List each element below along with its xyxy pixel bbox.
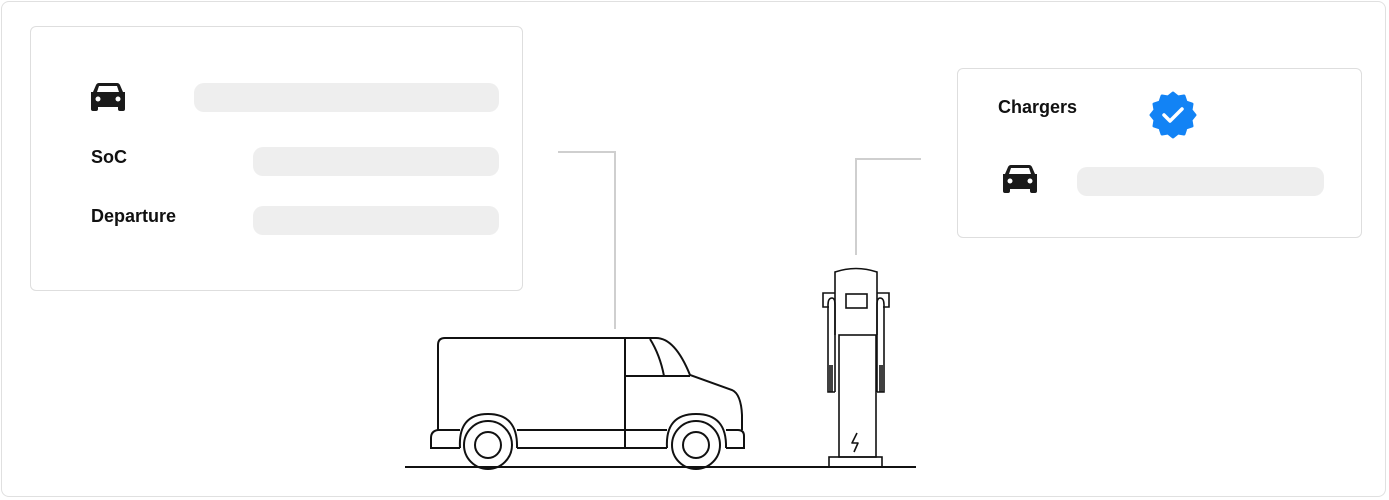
vehicle-connector-vertical xyxy=(614,151,616,329)
charger-connector-horizontal xyxy=(855,158,921,160)
chargers-card: Chargers xyxy=(957,68,1362,238)
chargers-title: Chargers xyxy=(998,97,1078,117)
soc-label: SoC xyxy=(91,147,127,167)
verified-check-badge-icon xyxy=(1149,91,1197,139)
van-illustration xyxy=(405,337,760,470)
ev-charger-illustration xyxy=(760,267,916,468)
lightning-bolt-icon xyxy=(851,432,859,453)
charger-vehicle-placeholder xyxy=(1077,167,1324,196)
departure-value-placeholder xyxy=(253,206,499,235)
vehicle-connector-horizontal xyxy=(558,151,616,153)
vehicle-id-placeholder xyxy=(194,83,499,112)
car-icon xyxy=(1003,165,1037,193)
soc-value-placeholder xyxy=(253,147,499,176)
departure-label: Departure xyxy=(91,206,177,226)
car-icon xyxy=(91,83,125,111)
vehicle-info-card: SoC Departure xyxy=(30,26,523,291)
charger-connector-vertical xyxy=(855,158,857,255)
